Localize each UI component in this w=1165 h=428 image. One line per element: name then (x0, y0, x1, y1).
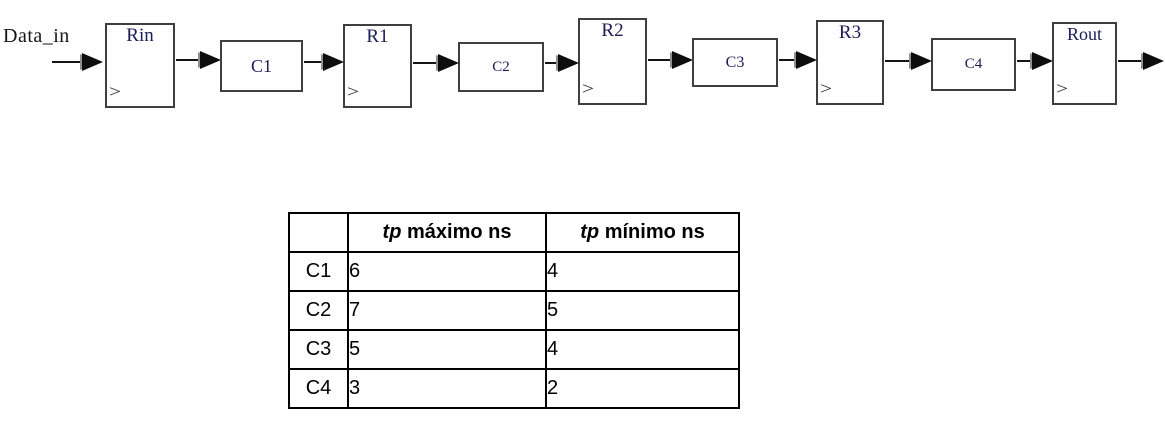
row-label-c2: C2 (288, 290, 349, 331)
arrow-data-out (1118, 52, 1164, 70)
arrow-c4-rout (1017, 52, 1053, 70)
logic-block-label: C3 (725, 53, 745, 71)
logic-block-c4: C4 (931, 38, 1016, 91)
table-header-corner (288, 212, 349, 253)
register-r3: R3 > (816, 20, 884, 105)
clock-input-icon: > (347, 82, 359, 101)
register-label: R1 (366, 26, 389, 47)
table-row: C1 6 4 (288, 251, 740, 292)
arrow-c3-r3 (779, 51, 817, 69)
logic-block-label: C2 (492, 58, 510, 75)
table-row: C2 7 5 (288, 290, 740, 331)
c3-tp-min: 4 (545, 329, 740, 370)
data-in-label: Data_in (3, 25, 70, 47)
c4-tp-min: 2 (545, 368, 740, 409)
c3-tp-max: 5 (347, 329, 547, 370)
register-r1: R1 > (343, 24, 412, 108)
tp-max-text: máximo ns (401, 221, 512, 243)
row-label-c3: C3 (288, 329, 349, 370)
clock-input-icon: > (582, 79, 594, 98)
register-rout: Rout > (1052, 22, 1117, 105)
logic-block-label: C4 (964, 56, 983, 72)
arrow-data-in (52, 53, 103, 71)
row-label-c1: C1 (288, 251, 349, 292)
arrow-r3-c4 (885, 52, 932, 70)
arrow-c1-r1 (304, 53, 344, 71)
tp-table: tp máximo ns tp mínimo ns C1 6 4 C2 7 5 … (288, 212, 740, 409)
clock-input-icon: > (820, 79, 832, 98)
arrow-r2-c3 (648, 51, 693, 69)
logic-block-label: C1 (250, 55, 272, 76)
register-label: R3 (838, 22, 862, 43)
register-label: R2 (601, 20, 624, 41)
logic-block-c3: C3 (692, 38, 778, 87)
c2-tp-max: 7 (347, 290, 547, 331)
c1-tp-min: 4 (545, 251, 740, 292)
logic-block-c2: C2 (458, 42, 544, 92)
logic-block-c1: C1 (220, 40, 303, 92)
c4-tp-max: 3 (347, 368, 547, 409)
table-header-tp-min: tp mínimo ns (545, 212, 740, 253)
c2-tp-min: 5 (545, 290, 740, 331)
arrow-r1-c2 (413, 54, 459, 72)
clock-input-icon: > (1056, 79, 1068, 98)
tp-symbol: tp (382, 221, 402, 243)
arrow-c2-r2 (545, 54, 579, 72)
clock-input-icon: > (109, 82, 121, 101)
table-row: C3 5 4 (288, 329, 740, 370)
tp-symbol: tp (580, 221, 600, 243)
arrow-rin-c1 (176, 51, 221, 69)
register-label: Rin (126, 25, 154, 46)
register-label: Rout (1066, 24, 1102, 44)
table-header-tp-max: tp máximo ns (347, 212, 547, 253)
register-rin: Rin > (105, 23, 175, 108)
c1-tp-max: 6 (347, 251, 547, 292)
table-header-row: tp máximo ns tp mínimo ns (288, 212, 740, 253)
tp-min-text: mínimo ns (599, 221, 705, 243)
table-row: C4 3 2 (288, 368, 740, 409)
register-r2: R2 > (578, 18, 647, 105)
row-label-c4: C4 (288, 368, 349, 409)
